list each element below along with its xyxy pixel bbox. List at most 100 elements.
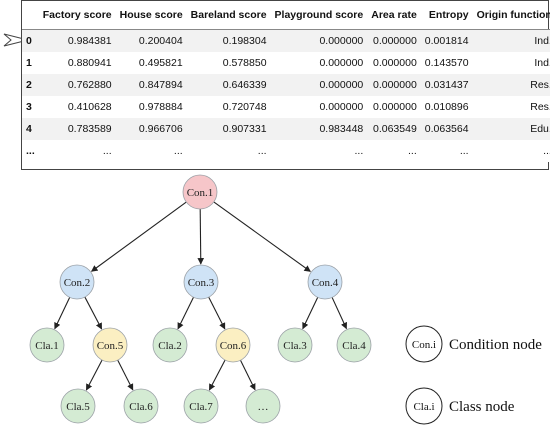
tree-edge-con2-con5 [84, 296, 103, 330]
tree-edge-con5-cla5 [85, 359, 103, 391]
table-cell: ... [115, 140, 187, 162]
table-cell: 0.978884 [115, 96, 187, 118]
table-cell: 0.010896 [420, 96, 473, 118]
row-index-cell: 0 [22, 29, 39, 52]
table-cell: 0.966706 [115, 118, 187, 140]
legend-node-circle [405, 325, 443, 363]
table-cell: 0.063549 [367, 118, 421, 140]
legend-node-label: Cla.i [413, 401, 434, 413]
table-cell: 0.720748 [186, 96, 271, 118]
node-label: … [258, 401, 269, 413]
node-label: Cla.6 [129, 401, 153, 413]
legend-item-1: Cla.i Class node [405, 387, 515, 425]
legend-text: Condition node [449, 337, 542, 353]
table-cell: ... [420, 140, 473, 162]
tree-node-more: … [245, 388, 281, 424]
tree-node-cla6: Cla.6 [123, 388, 159, 424]
row-index-cell: 3 [22, 96, 39, 118]
tree-edge-con6-more [240, 360, 256, 391]
node-circle [60, 388, 96, 424]
column-header: Origin function [472, 1, 550, 30]
table-cell: ... [367, 140, 421, 162]
table-cell: 0.984381 [38, 29, 116, 52]
tree-node-cla2: Cla.2 [152, 327, 188, 363]
node-circle [307, 264, 343, 300]
legend-item-0: Con.i Condition node [405, 325, 542, 363]
table-cell: 0.783589 [38, 118, 116, 140]
tree-node-con6: Con.6 [215, 327, 251, 363]
table-cell: 0.031437 [420, 74, 473, 96]
node-circle [123, 388, 159, 424]
node-label: Con.5 [97, 340, 124, 352]
legend-node-label: Con.i [412, 339, 436, 351]
table-cell: 0.578850 [186, 52, 271, 74]
node-label: Cla.7 [189, 401, 213, 413]
row-index-cell: ... [22, 140, 39, 162]
tree-edges [54, 201, 347, 391]
node-circle [215, 327, 251, 363]
table-cell: 0.001814 [420, 29, 473, 52]
node-circle [29, 327, 65, 363]
table-cell: ... [186, 140, 271, 162]
tree-node-cla7: Cla.7 [183, 388, 219, 424]
table-cell: Ind. [472, 52, 550, 74]
column-header: Factory score [38, 1, 116, 30]
tree-node-con2: Con.2 [59, 264, 95, 300]
node-label: Con.1 [187, 187, 214, 199]
table-cell: 0.198304 [186, 29, 271, 52]
legend-node-circle [405, 387, 443, 425]
node-label: Cla.4 [342, 340, 366, 352]
tree-edge-con4-cla3 [302, 297, 319, 330]
node-circle [152, 327, 188, 363]
tree-node-cla3: Cla.3 [277, 327, 313, 363]
node-circle [92, 327, 128, 363]
node-circle [277, 327, 313, 363]
tree-node-con4: Con.4 [307, 264, 343, 300]
node-label: Con.3 [188, 277, 215, 289]
column-header: House score [115, 1, 187, 30]
table-cell: ... [38, 140, 116, 162]
table-cell: 0.200404 [115, 29, 187, 52]
table-cell: 0.000000 [367, 74, 421, 96]
table-cell: 0.000000 [367, 29, 421, 52]
table-cell: 0.000000 [270, 52, 368, 74]
tree-node-con1: Con.1 [182, 174, 218, 210]
row-pointer-arrow-icon [3, 33, 29, 47]
tree-node-cla1: Cla.1 [29, 327, 65, 363]
row-index-cell: 2 [22, 74, 39, 96]
table-cell: 0.410628 [38, 96, 116, 118]
legend-text: Class node [449, 399, 515, 415]
node-circle [245, 388, 281, 424]
tree-node-cla4: Cla.4 [336, 327, 372, 363]
column-header: Entropy [420, 1, 473, 30]
tree-edge-con4-cla4 [331, 297, 347, 330]
column-header: Bareland score [186, 1, 271, 30]
node-label: Cla.5 [66, 401, 90, 413]
table-cell: 0.000000 [367, 96, 421, 118]
node-circle [182, 174, 218, 210]
tree-edge-con1-con3 [197, 208, 205, 265]
tree-edge-con1-con4 [213, 201, 311, 272]
table-cell: Ind. [472, 29, 550, 52]
table-cell: 0.847894 [115, 74, 187, 96]
row-index-cell: 4 [22, 118, 39, 140]
table-cell: 0.000000 [270, 29, 368, 52]
tree-edge-con6-cla7 [208, 359, 226, 391]
node-label: Con.4 [312, 277, 339, 289]
node-circle [59, 264, 95, 300]
tree-edge-con5-cla6 [117, 359, 134, 391]
table-cell: 0.000000 [270, 74, 368, 96]
node-label: Con.2 [64, 277, 91, 289]
column-header [22, 1, 39, 30]
table-cell: 0.762880 [38, 74, 116, 96]
node-label: Cla.1 [35, 340, 59, 352]
